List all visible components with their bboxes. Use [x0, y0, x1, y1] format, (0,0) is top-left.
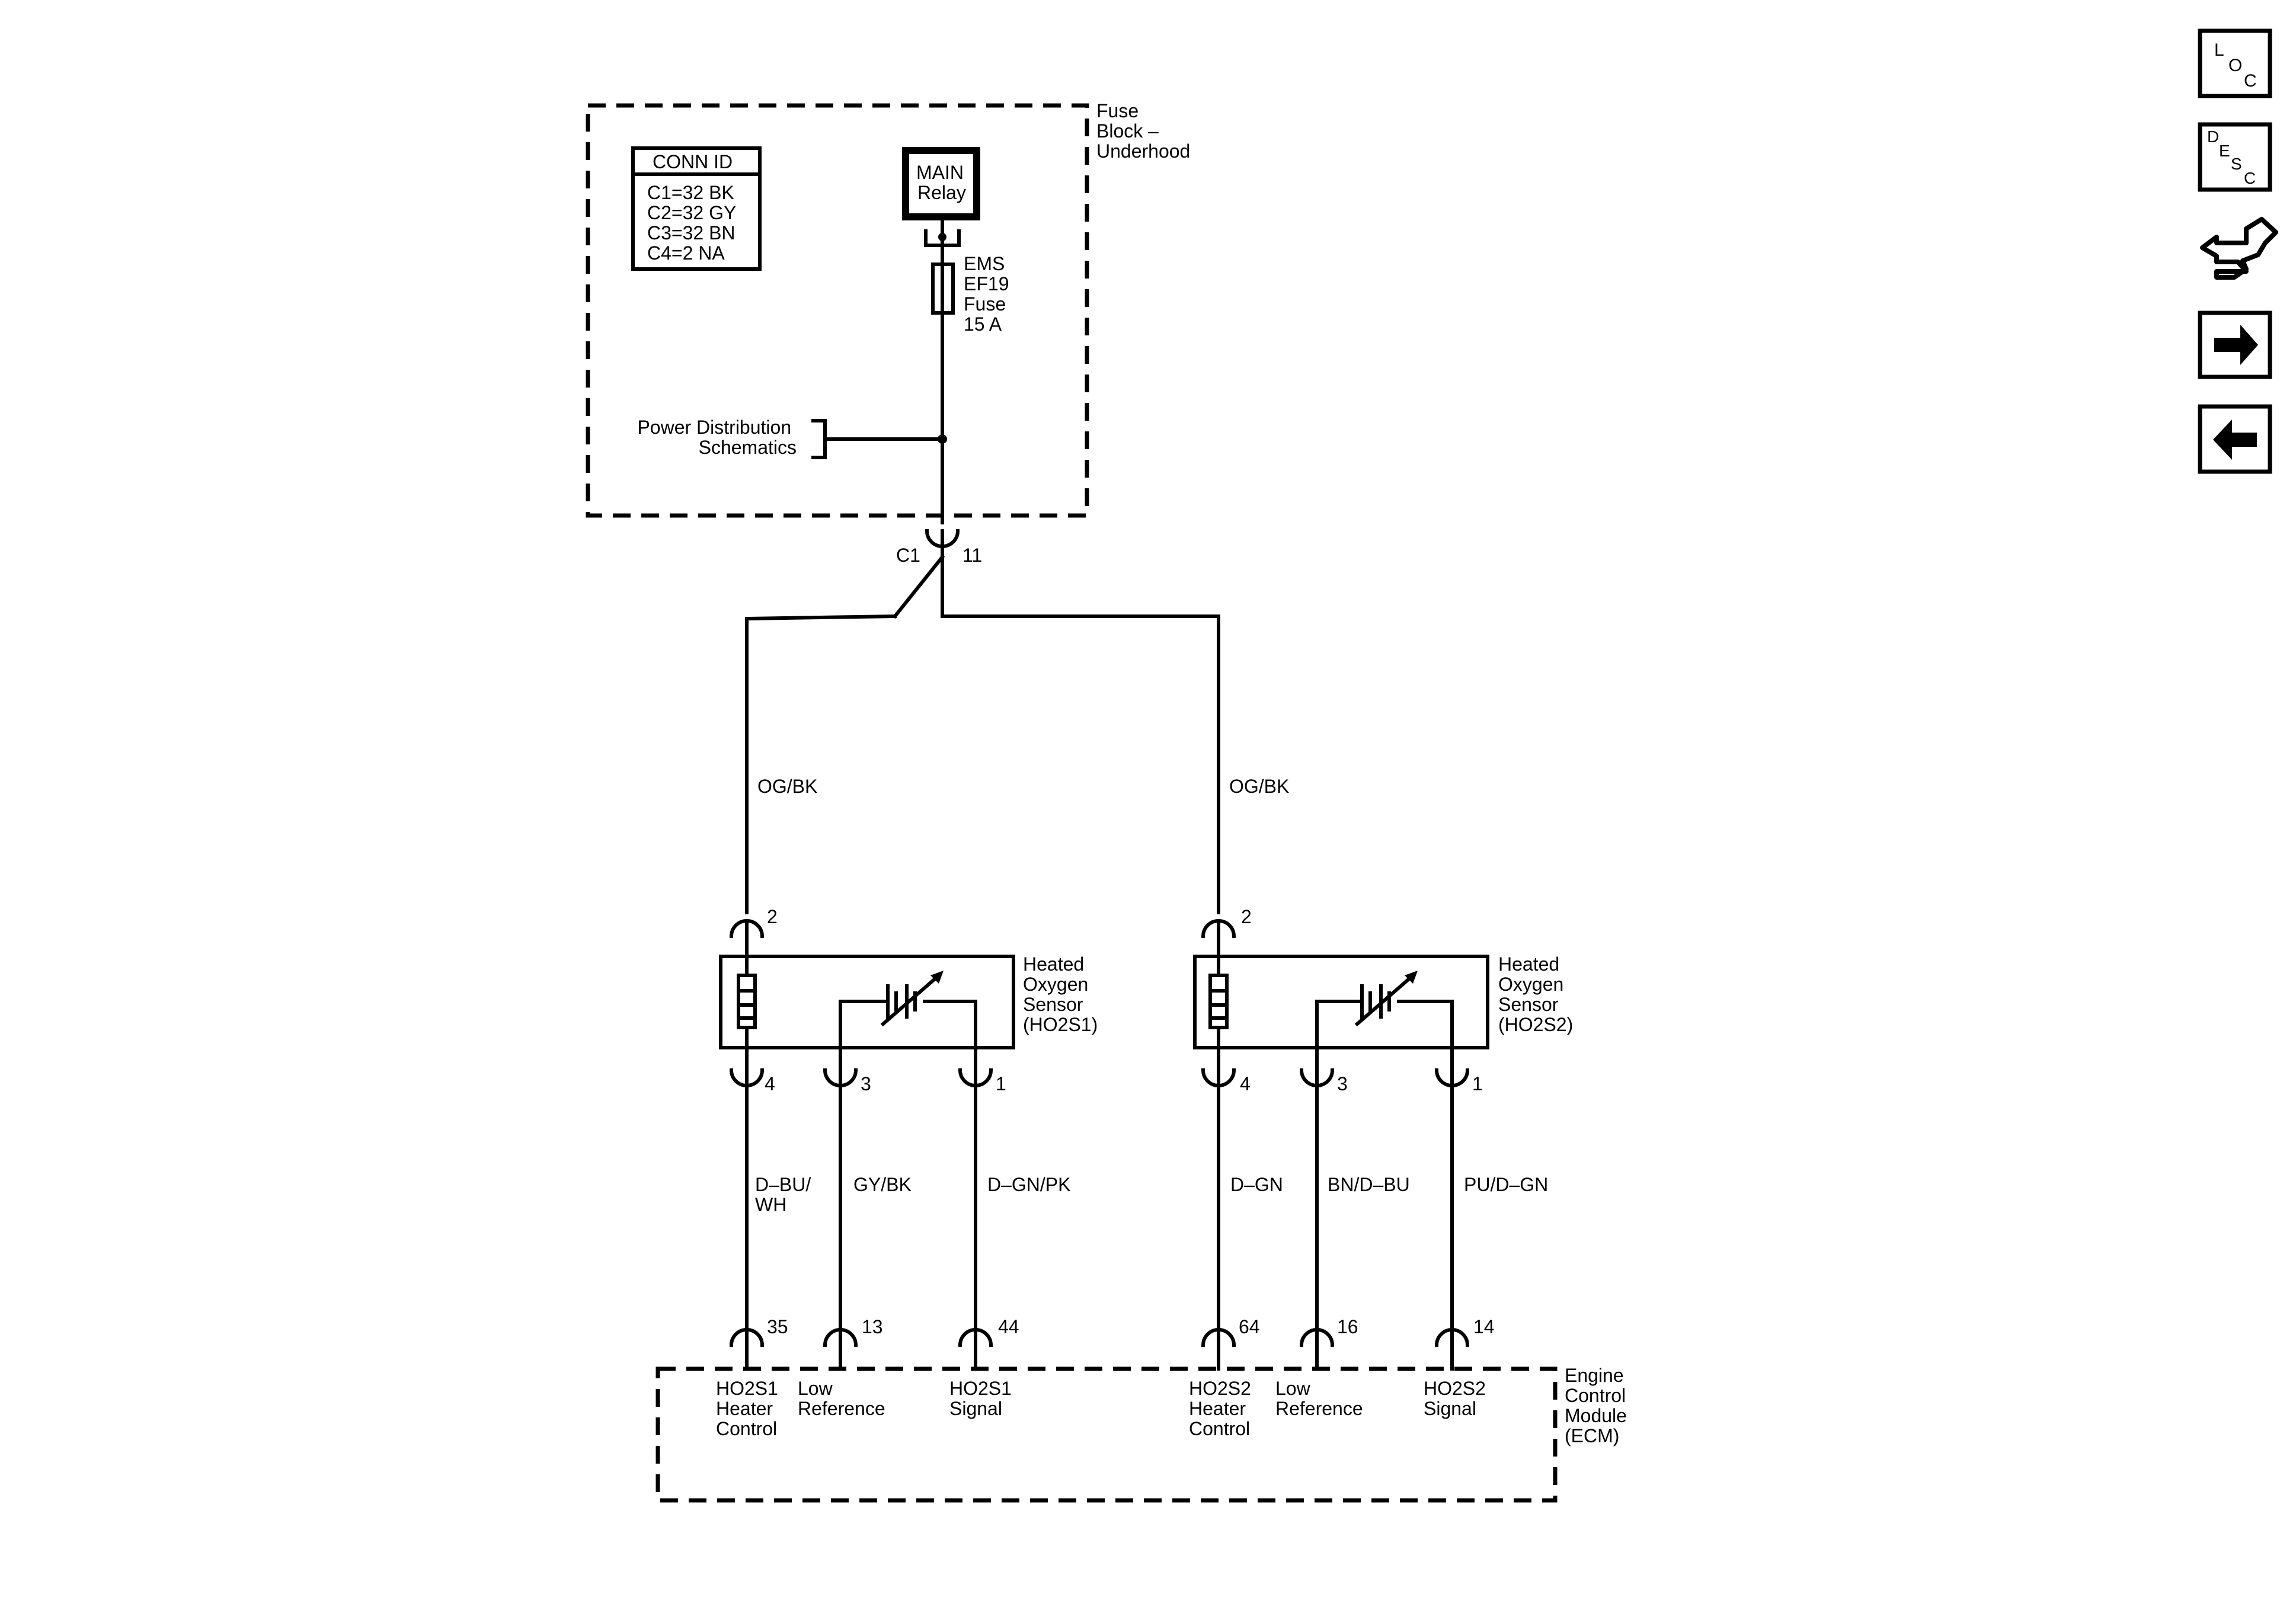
connector-icon[interactable] [2200, 217, 2278, 280]
connector-pin: 11 [962, 545, 982, 566]
svg-text:L: L [2214, 40, 2224, 60]
pin-label: 14 [1473, 1316, 1495, 1337]
wire-color-label: D–BU/ WH [755, 1174, 816, 1215]
ecm-circuit-label: HO2S1 Heater Control [716, 1378, 784, 1439]
conn-id-row: C3=32 BN [647, 222, 736, 244]
pin-label: 16 [1337, 1316, 1358, 1337]
conn-id-table: CONN ID C1=32 BK C2=32 GY C3=32 BN C4=2 … [631, 146, 762, 271]
pin-label: 4 [1240, 1073, 1251, 1094]
engine-control-module: Engine Control Module (ECM) HO2S1 Heater… [655, 1365, 1632, 1503]
wire-color-label: OG/BK [1229, 776, 1289, 797]
heated-oxygen-sensor-2: 2 Heated Oxygen Sensor (HO2S2) 4 3 1 [1193, 906, 1573, 1371]
desc-button[interactable]: D E S C [2198, 122, 2272, 192]
sensor-2-body [1193, 955, 1489, 1049]
svg-text:Relay: Relay [917, 182, 966, 203]
pin-label: 35 [767, 1316, 788, 1337]
wire-color-label: OG/BK [757, 776, 817, 797]
fuse-block-label: Fuse Block – Underhood [1096, 100, 1190, 162]
svg-text:C: C [2244, 169, 2256, 187]
ecm-circuit-label: HO2S1 Signal [949, 1378, 1017, 1419]
pin-label: 2 [1241, 906, 1252, 927]
wire-color-label: BN/D–BU [1328, 1174, 1410, 1195]
svg-text:C: C [2244, 71, 2257, 91]
wire-color-label: D–GN/PK [987, 1174, 1070, 1195]
pin-label: 4 [765, 1073, 775, 1094]
ecm-outline [655, 1366, 1558, 1503]
pin-label: 64 [1239, 1316, 1260, 1337]
wire-color-label: GY/BK [853, 1174, 912, 1195]
conn-id-row: C1=32 BK [647, 182, 734, 203]
ecm-circuit-label: HO2S2 Signal [1424, 1378, 1491, 1419]
sensor-2-label: Heated Oxygen Sensor (HO2S2) [1498, 953, 1573, 1035]
svg-text:O: O [2228, 56, 2242, 75]
power-distribution-link[interactable]: Power Distribution Schematics [637, 417, 947, 459]
ecm-label: Engine Control Module (ECM) [1565, 1365, 1632, 1446]
power-distribution-label[interactable]: Power Distribution Schematics [637, 417, 797, 458]
heated-oxygen-sensor-1: 2 Heated Oxygen Sensor (HO2S1) 4 [719, 906, 1098, 1371]
pin-label: 3 [861, 1073, 871, 1094]
sensor-1-label: Heated Oxygen Sensor (HO2S1) [1023, 953, 1098, 1035]
conn-id-title: CONN ID [653, 151, 733, 172]
fuse-label: EMS EF19 Fuse 15 A [964, 253, 1014, 335]
sensor-1-body [719, 955, 1015, 1049]
connector-name: C1 [896, 545, 920, 566]
svg-text:E: E [2219, 142, 2230, 160]
svg-text:S: S [2231, 155, 2242, 173]
pin-label: 44 [998, 1316, 1019, 1337]
ecm-circuit-label: Low Reference [1275, 1378, 1363, 1419]
pin-label: 2 [767, 906, 778, 927]
ecm-circuit-label: HO2S2 Heater Control [1189, 1378, 1256, 1439]
svg-text:D: D [2207, 127, 2219, 146]
ecm-circuit-label: Low Reference [798, 1378, 885, 1419]
loc-button[interactable]: L O C [2198, 28, 2272, 98]
forward-arrow-icon[interactable] [2198, 311, 2272, 379]
connector-c1: C1 11 OG/BK OG/BK [745, 529, 1289, 914]
conn-id-row: C4=2 NA [647, 242, 725, 264]
conn-id-row: C2=32 GY [647, 202, 736, 223]
wire-color-label: D–GN [1230, 1174, 1283, 1195]
fuse-block-underhood: Fuse Block – Underhood CONN ID C1=32 BK … [586, 100, 1190, 524]
svg-text:MAIN: MAIN [916, 162, 964, 183]
pin-label: 13 [862, 1316, 883, 1337]
ems-fuse: EMS EF19 Fuse 15 A [931, 235, 1014, 335]
pin-label: 1 [1472, 1073, 1483, 1094]
pin-label: 1 [996, 1073, 1006, 1094]
pin-label: 3 [1337, 1073, 1348, 1094]
main-relay: MAIN Relay [902, 147, 980, 247]
wire-color-label: PU/D–GN [1464, 1174, 1548, 1195]
back-arrow-icon[interactable] [2198, 404, 2272, 474]
